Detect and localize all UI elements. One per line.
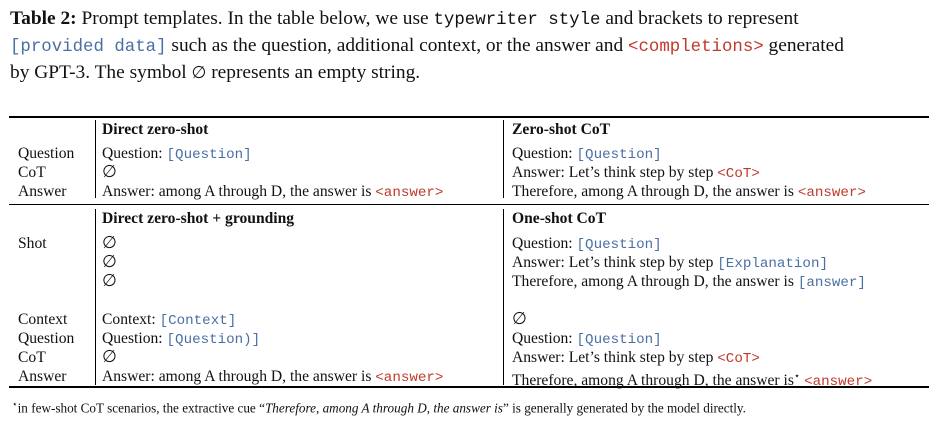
caption-text: generated: [763, 35, 844, 56]
one-shot-answer: Therefore, among A through D, the answer…: [512, 371, 873, 391]
zero-shot-cot-question: Question: [Question]: [512, 145, 662, 163]
empty-string-symbol: ∅: [102, 162, 117, 182]
table-footnote: ⋆in few-shot CoT scenarios, the extracti…: [12, 399, 746, 416]
grounding-answer: Answer: among A through D, the answer is…: [102, 368, 444, 386]
cot-completion: <CoT>: [717, 166, 760, 182]
caption-typewriter-example: typewriter style: [433, 11, 601, 30]
zero-shot-cot-answer: Therefore, among A through D, the answer…: [512, 183, 866, 201]
grounding-context: Context: [Context]: [102, 311, 237, 329]
footnote-italic-cue: Therefore, among A through D, the answer…: [264, 400, 503, 416]
grounding-shot-cot: ∅: [102, 253, 117, 272]
empty-string-symbol: ∅: [191, 63, 207, 83]
empty-string-symbol: ∅: [512, 309, 527, 329]
empty-string-symbol: ∅: [102, 271, 117, 291]
row-label-cot: CoT: [18, 349, 46, 366]
question-placeholder: [Question)]: [166, 332, 261, 348]
caption-provided-data-example: [provided data]: [10, 38, 167, 57]
caption-text: and brackets to represent: [600, 8, 799, 29]
caption-text: represents an empty string.: [206, 62, 421, 83]
caption-text: by GPT-3. The symbol: [10, 62, 192, 83]
direct-zero-shot-answer: Answer: among A through D, the answer is…: [102, 183, 444, 201]
one-shot-example-question: Question: [Question]: [512, 235, 662, 253]
header-one-shot-cot: One-shot CoT: [512, 210, 607, 227]
direct-zero-shot-cot: ∅: [102, 163, 117, 182]
column-divider: [95, 120, 96, 198]
answer-placeholder: [answer]: [797, 275, 866, 291]
header-direct-zero-shot: Direct zero-shot: [102, 121, 209, 138]
header-zero-shot-cot: Zero-shot CoT: [512, 121, 611, 138]
caption-completions-example: <completions>: [628, 38, 764, 57]
caption-text: such as the question, additional context…: [166, 35, 629, 56]
one-shot-example-answer: Therefore, among A through D, the answer…: [512, 273, 866, 291]
row-label-answer: Answer: [18, 368, 67, 385]
answer-completion: <answer>: [797, 185, 866, 201]
table-mid-rule: [9, 204, 929, 205]
cot-completion: <CoT>: [717, 351, 760, 367]
question-placeholder: [Question]: [576, 147, 662, 163]
explanation-placeholder: [Explanation]: [717, 256, 828, 272]
empty-string-symbol: ∅: [102, 347, 117, 367]
table-top-rule: [9, 116, 929, 118]
zero-shot-cot-cot: Answer: Let’s think step by step <CoT>: [512, 164, 760, 182]
grounding-cot: ∅: [102, 348, 117, 367]
question-placeholder: [Question]: [576, 237, 662, 253]
answer-completion: <answer>: [375, 185, 444, 201]
footnote-star-marker: ⋆: [793, 371, 801, 382]
direct-zero-shot-question: Question: [Question]: [102, 145, 252, 163]
row-label-cot: CoT: [18, 164, 46, 181]
one-shot-context: ∅: [512, 310, 527, 329]
footnote-star: ⋆: [12, 399, 18, 409]
one-shot-cot: Answer: Let’s think step by step <CoT>: [512, 349, 760, 367]
row-label-context: Context: [18, 311, 68, 328]
answer-completion: <answer>: [804, 374, 873, 391]
row-label-question: Question: [18, 330, 75, 347]
question-placeholder: [Question]: [576, 332, 662, 348]
context-placeholder: [Context]: [159, 313, 237, 329]
caption-text: Prompt templates. In the table below, we…: [76, 8, 434, 29]
row-label-answer: Answer: [18, 183, 67, 200]
column-divider: [503, 120, 504, 198]
question-placeholder: [Question]: [166, 147, 252, 163]
grounding-question: Question: [Question)]: [102, 330, 261, 348]
one-shot-example-cot: Answer: Let’s think step by step [Explan…: [512, 254, 828, 272]
table-caption: Table 2: Prompt templates. In the table …: [10, 6, 932, 86]
table-bottom-rule: [9, 386, 929, 388]
answer-completion: <answer>: [375, 370, 444, 386]
column-divider: [95, 209, 96, 385]
empty-string-symbol: ∅: [102, 252, 117, 272]
empty-string-symbol: ∅: [102, 233, 117, 253]
row-label-shot: Shot: [18, 235, 47, 252]
header-direct-zero-shot-grounding: Direct zero-shot + grounding: [102, 210, 295, 227]
row-label-question: Question: [18, 145, 75, 162]
grounding-shot-answer: ∅: [102, 272, 117, 291]
column-divider: [503, 209, 504, 385]
caption-label: Table 2:: [10, 8, 77, 29]
one-shot-question: Question: [Question]: [512, 330, 662, 348]
grounding-shot-question: ∅: [102, 234, 117, 253]
